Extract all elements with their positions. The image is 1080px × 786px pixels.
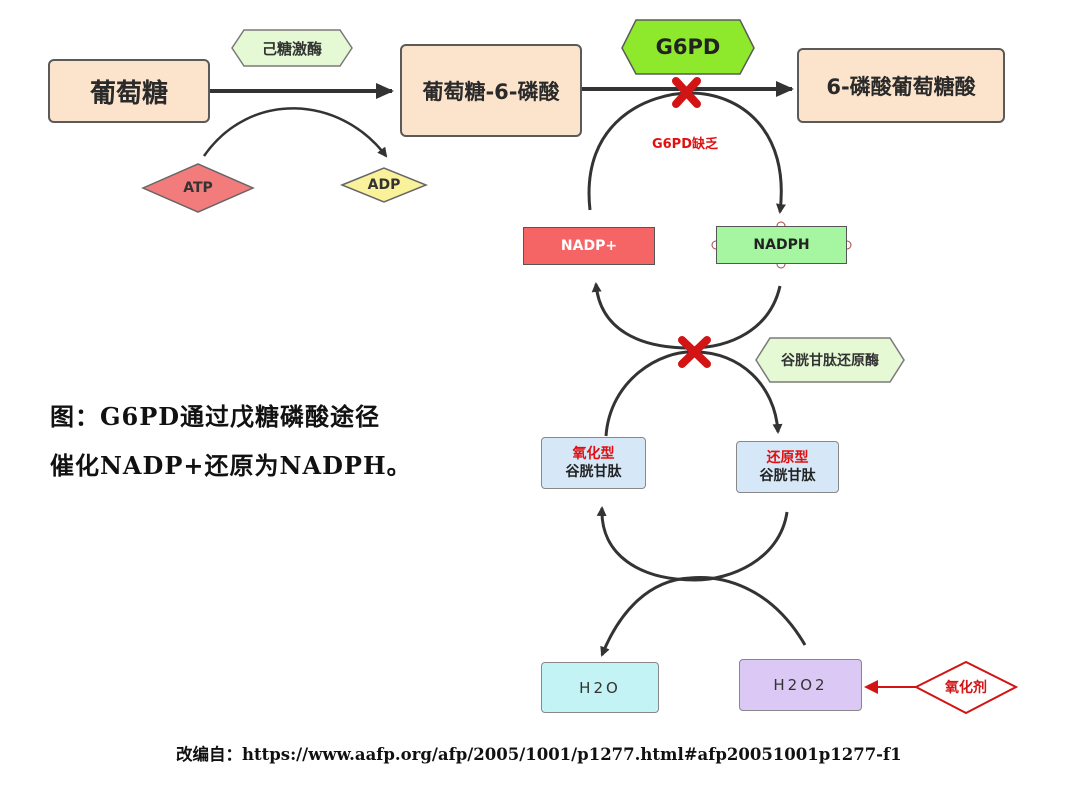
gsh-to-gssg-arc [596, 506, 789, 582]
adp-diamond [340, 167, 428, 203]
glutathione-reductase-hexagon [755, 337, 905, 383]
hexokinase-hexagon [231, 29, 353, 67]
oxidant-label: 氧化剂 [945, 680, 987, 696]
g6p-label: 葡萄糖-6-磷酸 [422, 79, 560, 104]
oxidized-glutathione-label: 谷胱甘肽 [565, 464, 622, 480]
reduced-glutathione-box: 还原型 谷胱甘肽 [736, 441, 839, 493]
g6pd-label: G6PD [655, 35, 721, 59]
adp-label: ADP [367, 177, 401, 193]
g6p-box: 葡萄糖-6-磷酸 [400, 44, 582, 137]
atp-label: ATP [183, 180, 213, 196]
g6pd-hexagon [621, 19, 755, 75]
6pg-label: 6-磷酸葡萄糖酸 [826, 74, 976, 99]
reduced-glutathione-label: 谷胱甘肽 [759, 468, 816, 484]
h2o2-to-h2o-arc [600, 576, 807, 657]
reduced-type-label: 还原型 [766, 450, 809, 466]
g6pd-block-cross [672, 77, 701, 108]
h2o-box: H2O [541, 662, 659, 713]
g6pd-deficiency-label: G6PD缺乏 [651, 136, 719, 152]
nadph-box: NADPH [716, 226, 847, 264]
source-citation: 改编自：https://www.aafp.org/afp/2005/1001/p… [176, 745, 902, 764]
atp-adp-arc [202, 107, 388, 158]
6pg-box: 6-磷酸葡萄糖酸 [797, 48, 1005, 123]
glutathione-reductase-label: 谷胱甘肽还原酶 [781, 353, 879, 369]
reductase-block-cross [678, 336, 711, 368]
oxidized-glutathione-box: 氧化型 谷胱甘肽 [541, 437, 646, 489]
hexokinase-label: 己糖激酶 [261, 39, 322, 58]
oxidant-diamond [913, 660, 1019, 715]
figure-caption-line2: 催化NADP+还原为NADPH。 [50, 451, 412, 480]
nadp-plus-box: NADP+ [523, 227, 655, 265]
gssg-to-gsh-arc [604, 350, 783, 437]
atp-diamond [141, 163, 255, 213]
figure-caption-line1: 图：G6PD通过戊糖磷酸途径 [50, 402, 381, 431]
nadph-to-nadp-arc [591, 282, 782, 350]
oxidized-type-label: 氧化型 [572, 446, 615, 462]
glucose-label: 葡萄糖 [89, 78, 168, 109]
glucose-box: 葡萄糖 [48, 59, 210, 123]
h2o2-box: H2O2 [739, 659, 862, 711]
